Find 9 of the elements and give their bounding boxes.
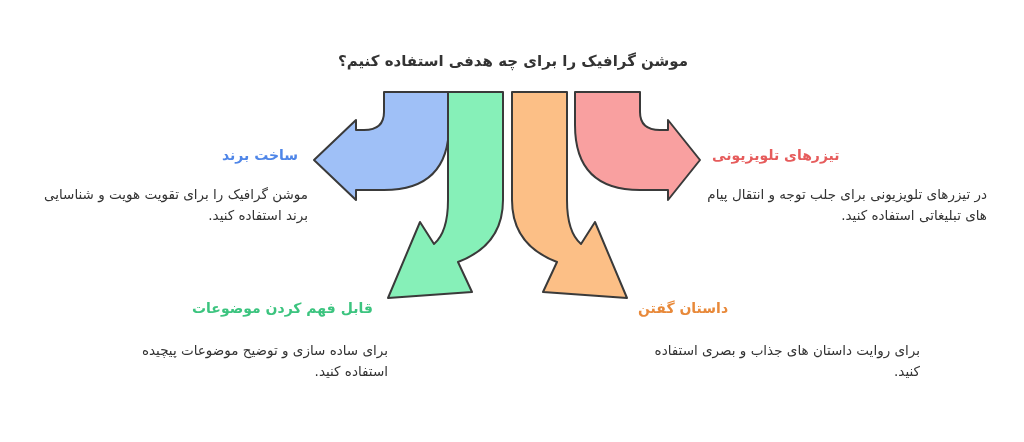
description-text: برای روایت داستان های جذاب و بصری استفاده کنید. xyxy=(653,341,920,381)
section-heading: داستان گفتن xyxy=(638,300,729,316)
description-text: برای ساده سازی و توضیح موضوعات پیچیده استفاده کنید. xyxy=(140,341,388,381)
section-heading: تیزرهای تلویزیونی xyxy=(712,147,840,163)
section-heading: ساخت برند xyxy=(222,147,299,163)
title: موشن گرافیک را برای چه هدفی استفاده کنیم؟ xyxy=(338,52,689,70)
section-heading: قابل فهم کردن موضوعات xyxy=(192,300,373,316)
description-text: موشن گرافیک را برای تقویت هویت و شناسایی برند استفاده کنید. xyxy=(43,185,308,226)
description-text: در تیزرهای تلویزیونی برای جلب توجه و انتقال پیام های تبلیغاتی استفاده کنید. xyxy=(706,185,987,225)
